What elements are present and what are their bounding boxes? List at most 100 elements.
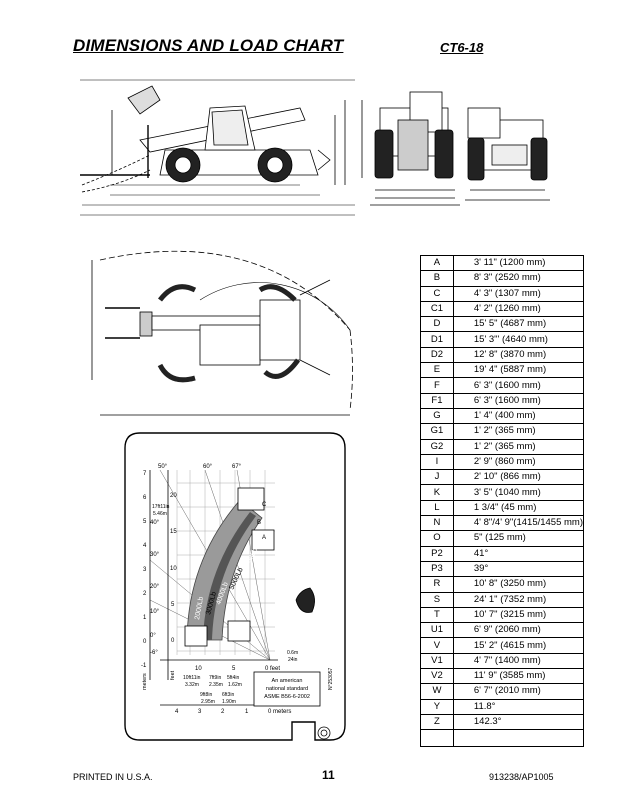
dimension-code: G2	[420, 438, 454, 455]
dimension-code: V2	[420, 668, 454, 685]
dimension-value: 10' 7" (3215 mm)	[453, 606, 585, 624]
dimension-value: 1' 2" (365 mm)	[453, 438, 585, 455]
dimension-value: 1 3/4" (45 mm)	[453, 499, 585, 517]
load-chart-frame	[124, 432, 346, 741]
reach-meters: 3.32m	[185, 682, 199, 688]
dimension-code: A	[420, 254, 454, 272]
reach2-feet: 9ft8in	[200, 692, 212, 698]
reach2-meters: 1.90m	[222, 699, 236, 705]
dimension-value: 6' 9" (2060 mm)	[453, 622, 585, 639]
x-meters-tick: 0 meters	[268, 709, 291, 715]
y-feet-tick: 20	[170, 493, 177, 499]
x-meters-tick: 2	[221, 709, 225, 715]
page-title: DIMENSIONS AND LOAD CHART	[73, 36, 344, 55]
y-feet-tick: 15	[170, 529, 177, 535]
side-angle-label: -6°	[150, 650, 158, 656]
dimension-value: 10' 8" (3250 mm)	[453, 576, 585, 593]
dimension-value: 15' 3"' (4640 mm)	[453, 331, 585, 348]
side-angle-label: 20°	[150, 584, 160, 590]
y-meters-tick: 3	[143, 567, 147, 573]
y-feet-tick: 0	[171, 638, 175, 644]
dimension-code: Y	[420, 698, 454, 715]
dimension-code: W	[420, 683, 454, 700]
dimension-value: 8' 3" (2520 mm)	[453, 270, 585, 287]
dimension-code: T	[420, 606, 454, 624]
dimension-code: K	[420, 484, 454, 501]
gap-inches: 24in	[288, 657, 298, 663]
dimension-code: D	[420, 316, 454, 333]
dimension-value: 11.8°	[453, 698, 585, 715]
dimension-value: 4' 8"/4' 9"(1415/1455 mm)	[453, 515, 585, 532]
dimension-code: J	[420, 469, 454, 486]
dimension-code: Z	[420, 713, 454, 731]
dimension-value: 4' 3" (1307 mm)	[453, 285, 585, 302]
y-meters-tick: 5	[143, 519, 147, 525]
angle-label-50: 50°	[158, 464, 168, 470]
x-feet-tick: 0 feet	[265, 666, 280, 672]
standard-line-2: national standard	[266, 686, 308, 692]
dimension-value: 6' 7" (2010 mm)	[453, 683, 585, 700]
left-note-meters: 5.46m	[153, 511, 167, 517]
dimension-value: 24' 1" (7352 mm)	[453, 591, 585, 608]
dimension-value: 19' 4" (5887 mm)	[453, 362, 585, 379]
document-number: 913238/AP1005	[489, 772, 554, 782]
angle-label-67: 67°	[232, 464, 242, 470]
dimension-value: 1' 4" (400 mm)	[453, 407, 585, 425]
zone-label-c: C	[262, 502, 267, 508]
reach-feet: 7ft9in	[209, 675, 221, 681]
table-filler-row	[420, 729, 585, 748]
y-meters-tick: 1	[143, 615, 147, 621]
x-meters-tick: 1	[245, 709, 249, 715]
dimension-code: P2	[420, 545, 454, 562]
dimension-code: D2	[420, 346, 454, 364]
dimension-code: V1	[420, 652, 454, 670]
dimension-value: 41°	[453, 545, 585, 562]
dimension-code: N	[420, 515, 454, 532]
dimension-value: 4' 2" (1260 mm)	[453, 300, 585, 318]
load-band-2000: 2000Lb	[194, 596, 205, 620]
dimension-value: 3' 11" (1200 mm)	[453, 254, 585, 272]
meters-axis-label: meters	[142, 673, 148, 690]
dimension-value: 2' 9" (860 mm)	[453, 453, 585, 471]
dimension-value: 6' 3" (1600 mm)	[453, 392, 585, 409]
dimension-value: 12' 8" (3870 mm)	[453, 346, 585, 364]
top-view-drawing	[91, 250, 353, 416]
dimension-value: 142.3°	[453, 713, 585, 731]
x-feet-tick: 5	[232, 666, 236, 672]
reach2-feet: 6ft3in	[222, 692, 234, 698]
gap-meters: 0.6m	[287, 650, 298, 656]
zone-label-b: B	[257, 520, 261, 526]
reach-meters: 1.62m	[228, 682, 242, 688]
side-angle-label: 0°	[150, 633, 156, 639]
dimension-code: F	[420, 377, 454, 394]
y-feet-tick: 10	[170, 566, 177, 572]
page-number: 11	[322, 768, 335, 782]
side-angle-label: 30°	[150, 552, 160, 558]
y-feet-tick: 5	[171, 602, 175, 608]
dimension-value: 4' 7" (1400 mm)	[453, 652, 585, 670]
standard-line-1: An american	[272, 678, 303, 684]
y-meters-tick: 0	[143, 639, 147, 645]
dimension-code: L	[420, 499, 454, 517]
dimension-code: E	[420, 362, 454, 379]
dimension-value: 15' 2" (4615 mm)	[453, 637, 585, 654]
load-band-6000: 6000Lb	[242, 547, 260, 571]
